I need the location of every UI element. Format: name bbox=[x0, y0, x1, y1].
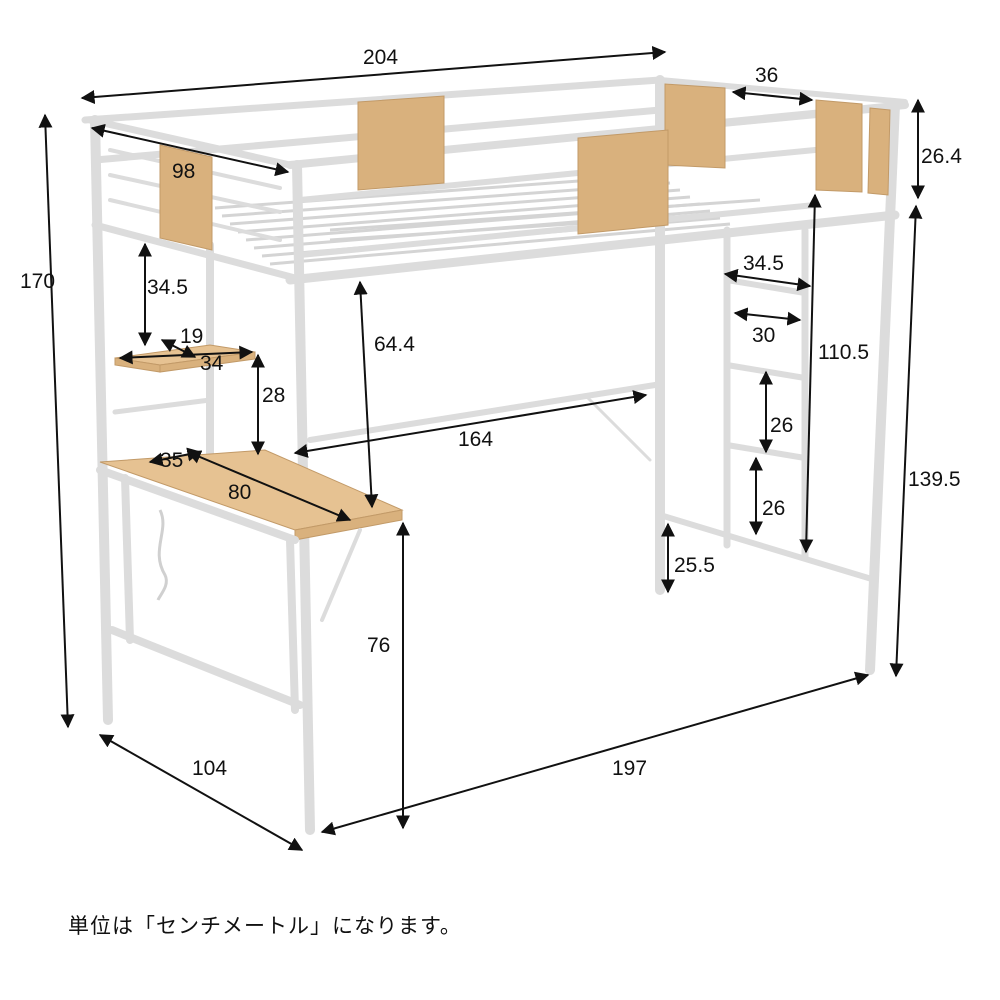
dim-desk-depth: 35 bbox=[160, 449, 183, 472]
dim-guard-height: 26.4 bbox=[921, 145, 962, 168]
dim-guard-panel: 36 bbox=[755, 64, 778, 87]
dim-ladder-top-width: 34.5 bbox=[743, 252, 784, 275]
dim-ladder-inner-width: 30 bbox=[752, 324, 775, 347]
ladder bbox=[657, 226, 878, 583]
dim-ladder-height: 110.5 bbox=[818, 341, 869, 364]
unit-caption: 単位は「センチメートル」になります。 bbox=[68, 914, 462, 938]
dim-shelf-gap: 34.5 bbox=[147, 276, 188, 299]
dim-shelf-width: 34 bbox=[200, 352, 224, 375]
dim-total-length: 204 bbox=[363, 46, 398, 69]
dim-bed-width: 98 bbox=[172, 160, 195, 183]
dim-clearance: 64.4 bbox=[374, 333, 415, 356]
dimension-labels: 204 36 26.4 98 170 34.5 19 34 28 64.4 16… bbox=[20, 46, 962, 780]
dimension-arrows bbox=[38, 46, 925, 851]
dim-depth: 104 bbox=[192, 757, 227, 780]
dim-floor-length: 197 bbox=[612, 757, 647, 780]
dim-rung-gap-2: 26 bbox=[762, 497, 785, 520]
dim-shelf-to-desk: 28 bbox=[262, 384, 285, 407]
dim-desk-height: 76 bbox=[367, 634, 390, 657]
dim-shelf-depth: 19 bbox=[180, 325, 203, 348]
dim-rung-gap-1: 26 bbox=[770, 414, 793, 437]
dim-desk-width: 80 bbox=[228, 481, 251, 504]
dim-inner-span: 164 bbox=[458, 428, 493, 451]
dim-ladder-bottom-gap: 25.5 bbox=[674, 554, 715, 577]
dim-total-height: 170 bbox=[20, 270, 55, 293]
guard-panels bbox=[159, 83, 891, 251]
dim-leg-height: 139.5 bbox=[908, 468, 961, 491]
